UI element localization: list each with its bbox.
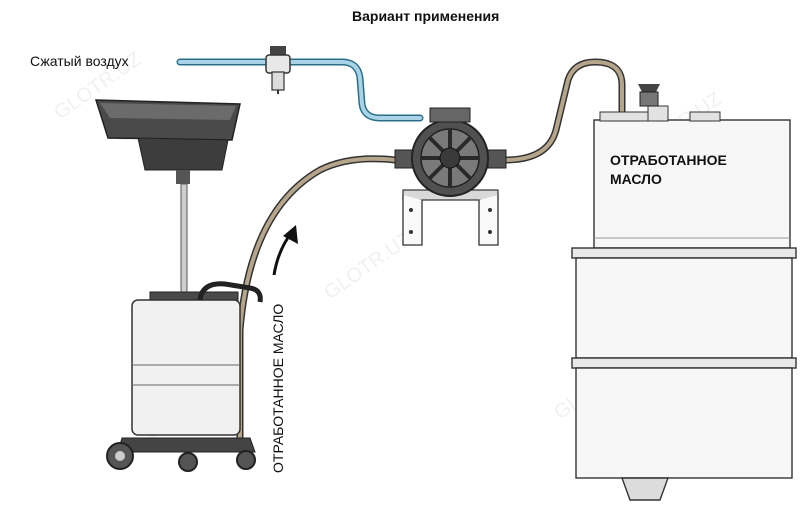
oil-hose-inlet	[236, 155, 399, 444]
tank-label-line1: ОТРАБОТАННОЕ	[610, 152, 727, 168]
air-filter-regulator	[265, 46, 291, 94]
flow-arrow-icon	[283, 225, 298, 244]
diagram-title: Вариант применения	[352, 8, 500, 24]
diaphragm-pump	[394, 107, 507, 246]
compressed-air-label: Сжатый воздух	[30, 53, 129, 69]
oil-hose-outlet	[501, 58, 626, 164]
watermark-text: GLOTR.UZ	[320, 228, 415, 304]
hose-flow-label: ОТРАБОТАННОЕ МАСЛО	[270, 303, 286, 473]
tank-label-line2: МАСЛО	[610, 171, 662, 187]
waste-oil-tank	[571, 84, 797, 501]
tank-label: ОТРАБОТАННОЕ МАСЛО	[610, 151, 727, 189]
air-line	[176, 58, 424, 122]
oil-drainer	[94, 99, 263, 472]
